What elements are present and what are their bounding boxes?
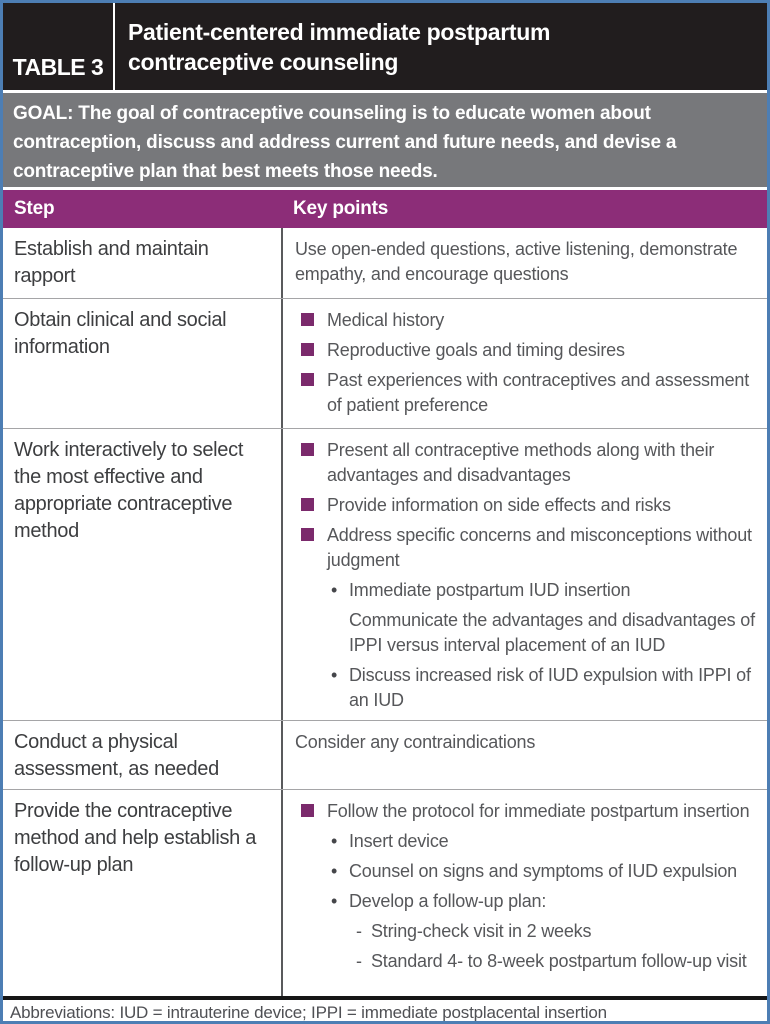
- square-bullet-icon: [301, 313, 314, 326]
- column-header-step: Step: [14, 198, 55, 219]
- dash-bullet-icon: -: [356, 951, 362, 971]
- step-cell: Work interactively to select the most ef…: [14, 439, 244, 542]
- table-row: Work interactively to select the most ef…: [3, 428, 767, 720]
- key-point-item: Past experiences with contraceptives and…: [283, 368, 763, 418]
- footer-divider: [3, 996, 767, 1000]
- key-point-item: Follow the protocol for immediate postpa…: [283, 799, 763, 824]
- step-cell: Conduct a physical assessment, as needed: [14, 731, 219, 780]
- table-title-bar: TABLE 3 Patient-centered immediate postp…: [3, 3, 767, 90]
- key-point-text: Present all contraceptive methods along …: [327, 440, 715, 485]
- square-bullet-icon: [301, 343, 314, 356]
- key-point-item: Consider any contraindications: [283, 730, 763, 755]
- dot-bullet-icon: •: [331, 831, 338, 851]
- key-point-item: -Standard 4- to 8-week postpartum follow…: [283, 949, 763, 974]
- key-point-item: Medical history: [283, 308, 763, 333]
- key-point-text: Medical history: [327, 310, 445, 330]
- key-point-text: Standard 4- to 8-week postpartum follow-…: [371, 951, 747, 971]
- key-points-cell: Use open-ended questions, active listeni…: [281, 228, 767, 298]
- goal-banner: GOAL: The goal of contraceptive counseli…: [3, 93, 767, 187]
- section-divider: [3, 187, 767, 190]
- square-bullet-icon: [301, 528, 314, 541]
- key-point-item: • Counsel on signs and symptoms of IUD ex…: [283, 859, 763, 884]
- key-point-item: • Immediate postpartum IUD insertion: [283, 578, 763, 603]
- key-point-text: Insert device: [349, 831, 449, 851]
- table-rows: Establish and maintain rapport Use open-e…: [3, 228, 767, 996]
- key-point-text: Use open-ended questions, active listeni…: [295, 239, 738, 284]
- square-bullet-icon: [301, 373, 314, 386]
- key-points-cell: Follow the protocol for immediate postpa…: [281, 790, 767, 996]
- key-point-item: -String-check visit in 2 weeks: [283, 919, 763, 944]
- key-point-item: Reproductive goals and timing desires: [283, 338, 763, 363]
- key-point-text: Reproductive goals and timing desires: [327, 340, 625, 360]
- square-bullet-icon: [301, 498, 314, 511]
- square-bullet-icon: [301, 443, 314, 456]
- table-title: Patient-centered immediate postpartum co…: [128, 18, 551, 75]
- key-point-text: Counsel on signs and symptoms of IUD exp…: [349, 861, 737, 881]
- dot-bullet-icon: •: [331, 861, 338, 881]
- abbreviations-footnote: Abbreviations: IUD = intrauterine device…: [3, 1000, 767, 1021]
- dot-bullet-icon: •: [331, 665, 338, 685]
- key-point-text: Discuss increased risk of IUD expulsion …: [349, 665, 751, 710]
- key-point-text: Develop a follow-up plan:: [349, 891, 547, 911]
- table-row: Provide the contraceptive method and hel…: [3, 789, 767, 996]
- key-point-item: • Discuss increased risk of IUD expulsion…: [283, 663, 763, 713]
- key-point-text: Immediate postpartum IUD insertion: [349, 580, 631, 600]
- dash-bullet-icon: -: [356, 921, 362, 941]
- step-cell: Obtain clinical and social information: [14, 309, 227, 358]
- key-point-item: Provide information on side effects and …: [283, 493, 763, 518]
- step-cell: Provide the contraceptive method and hel…: [14, 800, 257, 876]
- table-row: Obtain clinical and social information Me…: [3, 298, 767, 428]
- table-row: Conduct a physical assessment, as needed…: [3, 720, 767, 789]
- key-point-item: • Develop a follow-up plan:: [283, 889, 763, 914]
- square-bullet-icon: [301, 804, 314, 817]
- key-point-item: Use open-ended questions, active listeni…: [283, 237, 763, 287]
- key-point-text: Consider any contraindications: [295, 732, 536, 752]
- key-point-text: Communicate the advantages and disadvant…: [349, 610, 755, 655]
- column-header-row: Step Key points: [3, 190, 767, 228]
- key-point-text: Address specific concerns and misconcept…: [327, 525, 752, 570]
- table-row: Establish and maintain rapport Use open-e…: [3, 228, 767, 298]
- key-point-item: Present all contraceptive methods along …: [283, 438, 763, 488]
- key-point-item: Communicate the advantages and disadvant…: [283, 608, 763, 658]
- key-point-item: Address specific concerns and misconcept…: [283, 523, 763, 573]
- key-point-item: • Insert device: [283, 829, 763, 854]
- key-point-text: Follow the protocol for immediate postpa…: [327, 801, 750, 821]
- key-point-text: Past experiences with contraceptives and…: [327, 370, 750, 415]
- column-header-key-points: Key points: [293, 198, 389, 219]
- step-cell: Establish and maintain rapport: [14, 238, 209, 287]
- key-points-cell: Consider any contraindications: [281, 721, 767, 789]
- key-point-text: String-check visit in 2 weeks: [371, 921, 592, 941]
- dot-bullet-icon: •: [331, 580, 338, 600]
- dot-bullet-icon: •: [331, 891, 338, 911]
- table-number-label: TABLE 3: [3, 3, 115, 90]
- section-divider: [3, 90, 767, 93]
- key-points-cell: Present all contraceptive methods along …: [281, 429, 767, 720]
- key-point-text: Provide information on side effects and …: [327, 495, 671, 515]
